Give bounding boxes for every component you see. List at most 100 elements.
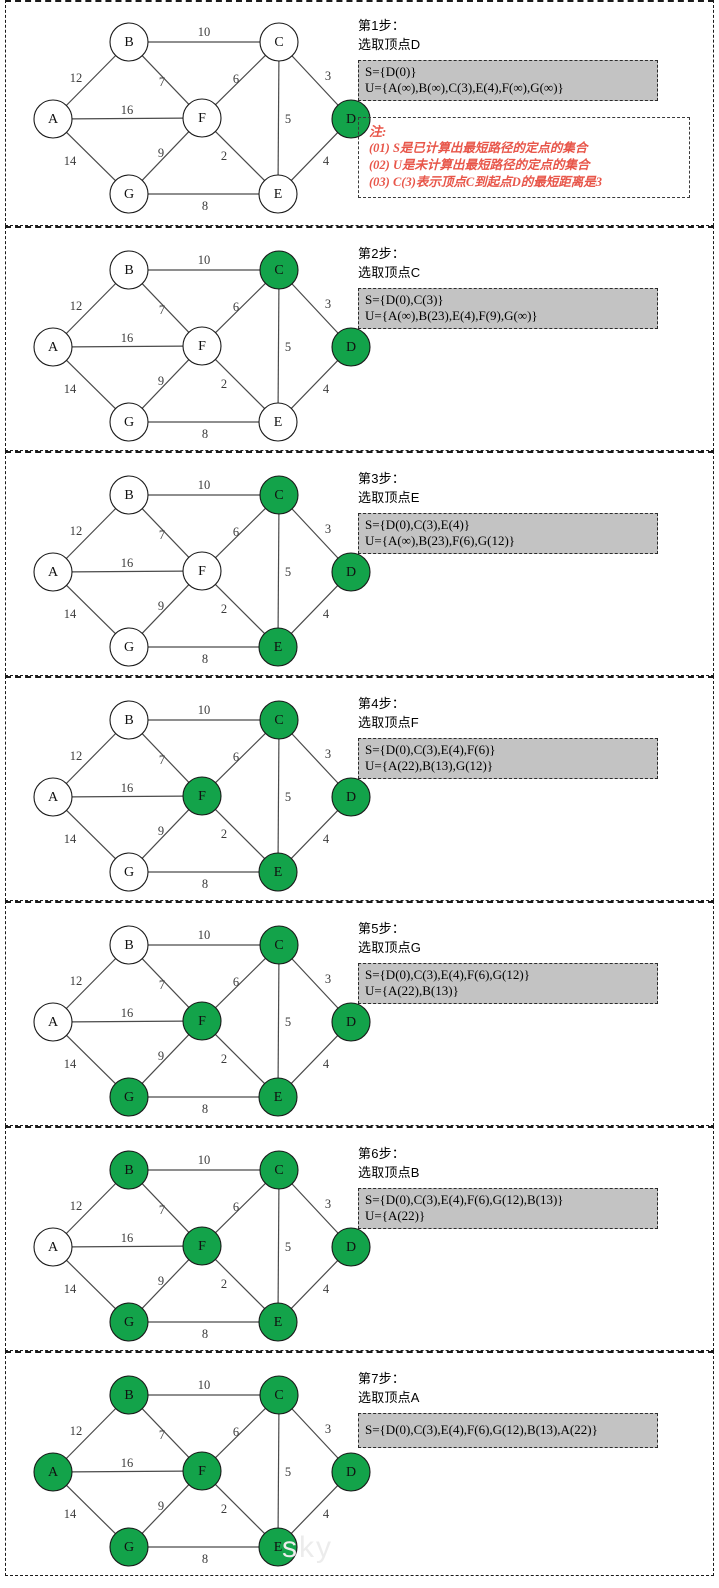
- graph-node-B[interactable]: B: [109, 22, 149, 62]
- graph-node-A[interactable]: A: [33, 777, 73, 817]
- graph-node-G[interactable]: G: [109, 402, 149, 442]
- s-set-line-7: S={D(0),C(3),E(4),F(6),G(12),B(13),A(22)…: [365, 1422, 598, 1437]
- graph-node-D[interactable]: D: [331, 1452, 371, 1492]
- graph-node-F[interactable]: F: [182, 98, 222, 138]
- edge-weight-G-E: 8: [202, 1552, 208, 1566]
- edge-weight-B-C: 10: [198, 253, 211, 267]
- graph-node-E[interactable]: E: [258, 852, 298, 892]
- graph-node-G[interactable]: G: [109, 1527, 149, 1567]
- graph-node-F[interactable]: F: [182, 1226, 222, 1266]
- step-title-1: 第1步： 选取顶点D: [358, 18, 421, 52]
- graph-node-F[interactable]: F: [182, 1001, 222, 1041]
- graph-node-D[interactable]: D: [331, 327, 371, 367]
- set-box-1: S={D(0)}U={A(∞),B(∞),C(3),E(4),F(∞),G(∞)…: [358, 60, 658, 101]
- edge-A-B: [65, 508, 117, 559]
- edge-weight-C-E: 5: [285, 1240, 291, 1254]
- edge-weight-B-F: 7: [159, 303, 165, 317]
- graph-node-D[interactable]: D: [331, 99, 371, 139]
- graph-node-C[interactable]: C: [259, 1150, 299, 1190]
- graph-node-F[interactable]: F: [182, 776, 222, 816]
- set-box-2: S={D(0),C(3)}U={A(∞),B(23),E(4),F(9),G(∞…: [358, 288, 658, 329]
- graph-node-C[interactable]: C: [259, 700, 299, 740]
- graph-node-B[interactable]: B: [109, 1150, 149, 1190]
- graph-node-C[interactable]: C: [259, 925, 299, 965]
- edge-C-E: [277, 60, 280, 176]
- edge-weight-A-F: 16: [121, 556, 134, 570]
- edge-A-B: [65, 1408, 117, 1459]
- graph-node-C[interactable]: C: [259, 1375, 299, 1415]
- edge-weight-C-F: 6: [233, 1425, 239, 1439]
- graph-node-G[interactable]: G: [109, 174, 149, 214]
- graph-node-E[interactable]: E: [258, 1077, 298, 1117]
- graph-node-B[interactable]: B: [109, 475, 149, 515]
- edge-weight-C-E: 5: [285, 112, 291, 126]
- graph-node-A[interactable]: A: [33, 1452, 73, 1492]
- graph-node-B[interactable]: B: [109, 925, 149, 965]
- graph-node-B[interactable]: B: [109, 700, 149, 740]
- graph-node-C[interactable]: C: [259, 250, 299, 290]
- graph-node-D[interactable]: D: [331, 1002, 371, 1042]
- edge-F-E: [214, 130, 266, 182]
- graph-node-label-B: B: [124, 1163, 133, 1178]
- graph-node-E[interactable]: E: [258, 1302, 298, 1342]
- graph-node-A[interactable]: A: [33, 1227, 73, 1267]
- graph-node-B[interactable]: B: [109, 1375, 149, 1415]
- edge-weight-F-G: 9: [158, 599, 164, 613]
- graph-node-A[interactable]: A: [33, 99, 73, 139]
- edge-B-F: [141, 1408, 190, 1458]
- graph-node-label-E: E: [274, 640, 283, 655]
- u-set-line-6: U={A(22)}: [365, 1208, 426, 1223]
- graph-node-label-D: D: [346, 340, 356, 355]
- edge-weight-F-E: 2: [221, 377, 227, 391]
- edge-weight-A-B: 12: [70, 524, 83, 538]
- note-title: 注:: [369, 124, 387, 139]
- graph-node-label-G: G: [124, 865, 134, 880]
- graph-node-G[interactable]: G: [109, 1077, 149, 1117]
- graph-node-label-A: A: [48, 1240, 59, 1255]
- edge-weight-A-F: 16: [121, 781, 134, 795]
- graph-node-F[interactable]: F: [182, 1451, 222, 1491]
- graph-node-F[interactable]: F: [182, 551, 222, 591]
- graph-node-D[interactable]: D: [331, 552, 371, 592]
- graph-node-E[interactable]: E: [258, 627, 298, 667]
- graph-node-G[interactable]: G: [109, 627, 149, 667]
- graph-node-B[interactable]: B: [109, 250, 149, 290]
- edge-weight-A-F: 16: [121, 1456, 134, 1470]
- edge-weight-F-E: 2: [221, 1052, 227, 1066]
- graph-node-D[interactable]: D: [331, 777, 371, 817]
- graph-node-label-B: B: [124, 1388, 133, 1403]
- graph-node-C[interactable]: C: [259, 22, 299, 62]
- edge-F-G: [141, 131, 190, 181]
- graph-node-label-F: F: [198, 564, 206, 579]
- edge-weight-D-E: 4: [323, 607, 330, 621]
- graph-node-E[interactable]: E: [258, 402, 298, 442]
- edge-weight-B-C: 10: [198, 928, 211, 942]
- graph-node-C[interactable]: C: [259, 475, 299, 515]
- graph-node-G[interactable]: G: [109, 852, 149, 892]
- edge-B-F: [141, 55, 190, 105]
- graph-node-label-G: G: [124, 187, 134, 202]
- graph-node-E[interactable]: E: [258, 174, 298, 214]
- edge-weight-B-C: 10: [198, 1378, 211, 1392]
- edge-A-F: [71, 345, 184, 348]
- graph-node-D[interactable]: D: [331, 1227, 371, 1267]
- s-set-line-5: S={D(0),C(3),E(4),F(6),G(12)}: [365, 967, 530, 982]
- graph-node-F[interactable]: F: [182, 326, 222, 366]
- edge-weight-C-F: 6: [233, 72, 239, 86]
- graph-node-G[interactable]: G: [109, 1302, 149, 1342]
- graph-node-E[interactable]: E: [258, 1527, 298, 1567]
- edge-C-E: [277, 288, 280, 404]
- edge-weight-C-D: 3: [325, 522, 331, 536]
- graph-node-label-G: G: [124, 640, 134, 655]
- graph-node-A[interactable]: A: [33, 552, 73, 592]
- graph-node-label-G: G: [124, 1315, 134, 1330]
- graph-node-A[interactable]: A: [33, 1002, 73, 1042]
- graph-node-A[interactable]: A: [33, 327, 73, 367]
